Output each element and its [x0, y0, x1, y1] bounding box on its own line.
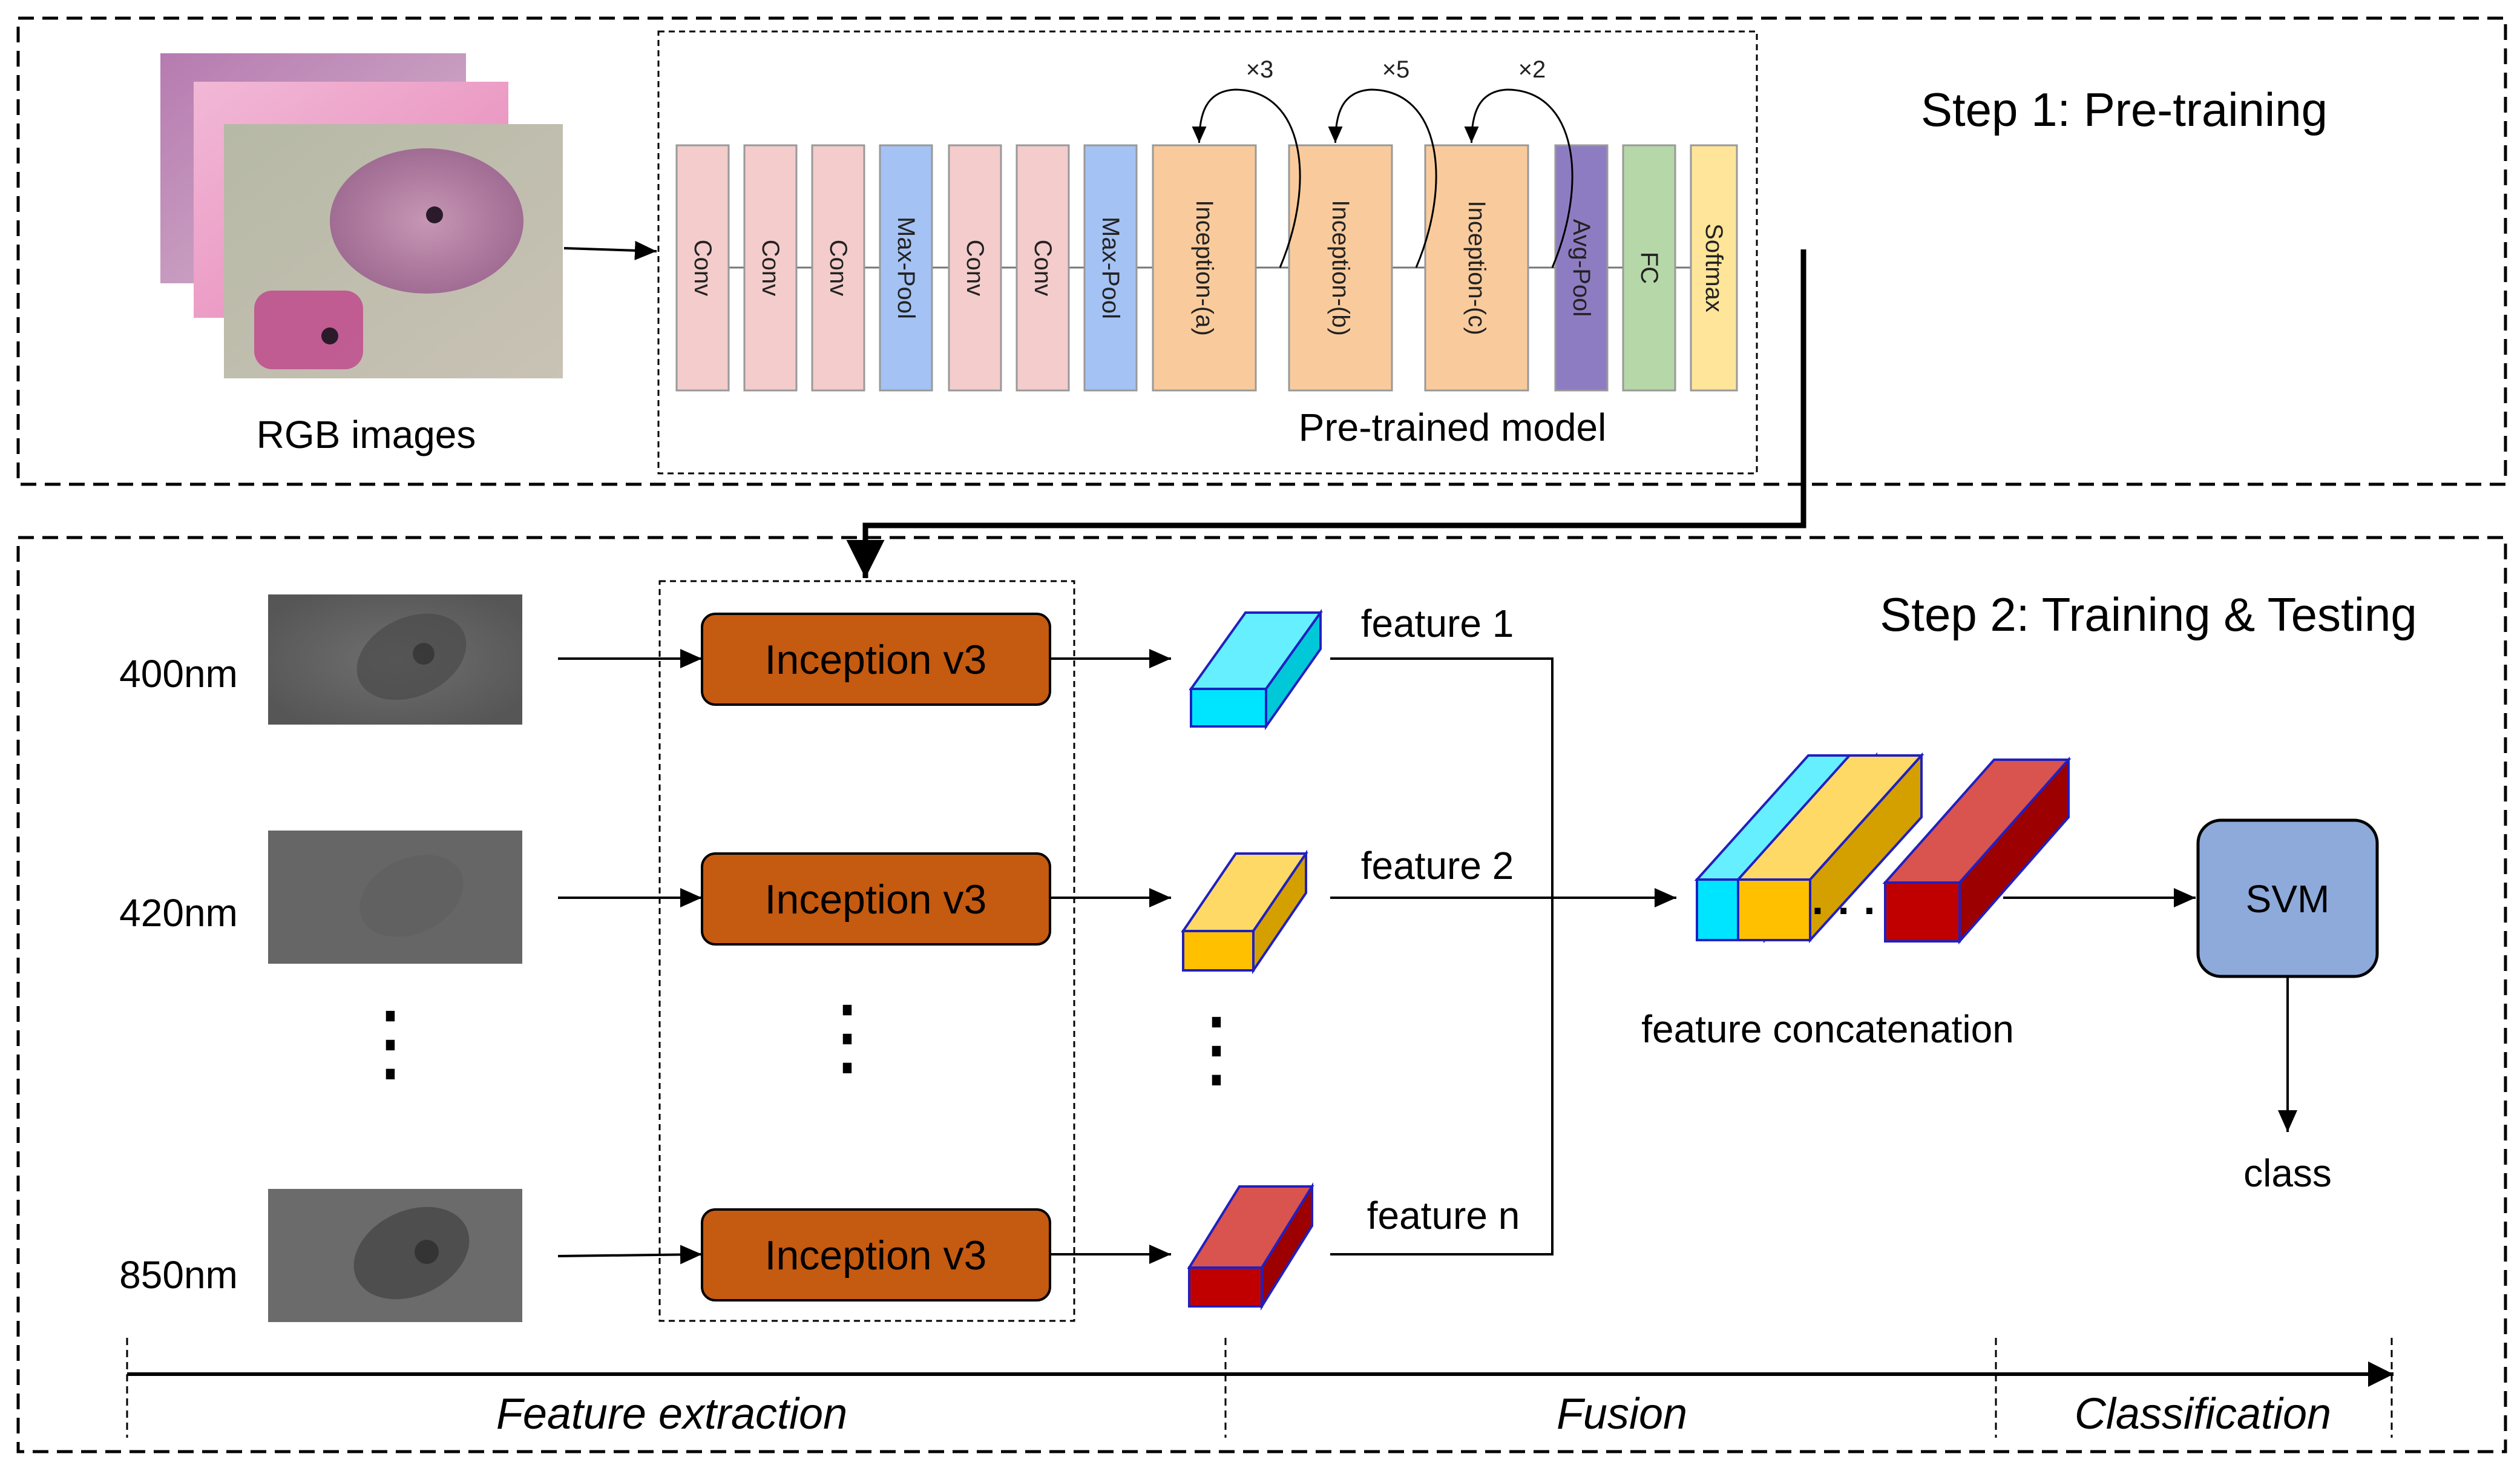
band-image-3 — [268, 1189, 522, 1322]
repeat-label-1: ×3 — [1246, 56, 1274, 83]
stage-label-feature-extraction: Feature extraction — [496, 1390, 847, 1438]
inception-v3-block-2: Inception v3 — [701, 852, 1051, 946]
ellipsis-images: ⋮ — [348, 995, 433, 1090]
step1-panel — [16, 16, 2507, 486]
pretrained-model-box — [657, 30, 1758, 475]
connector-step1-to-step2 — [846, 249, 1806, 578]
layer-stack: Conv Conv Conv Max-Pool Conv Conv Max-Pool Ince… — [675, 56, 1738, 392]
fusion-bracket — [1330, 657, 1554, 1255]
layer-block-7 — [1083, 144, 1138, 392]
concat-block — [1694, 752, 2072, 945]
layer-label-7: Max-Pool — [1097, 217, 1124, 319]
inception-v3-block-1: Inception v3 — [701, 613, 1051, 706]
layer-label-9: Inception-(b) — [1327, 200, 1354, 336]
layer-label-6: Conv — [1029, 240, 1056, 296]
band-image-2 — [268, 831, 522, 964]
model-label: Pre-trained model — [1299, 406, 1607, 449]
cell-core — [426, 206, 443, 223]
repeat-loop-1 — [1192, 88, 1301, 268]
layer-block-10 — [1424, 144, 1529, 392]
layer-block-11 — [1554, 144, 1609, 392]
layer-label-5: Conv — [962, 240, 988, 296]
layer-label-13: Softmax — [1701, 223, 1727, 312]
layer-block-13 — [1690, 144, 1738, 392]
feature-label-1: feature 1 — [1361, 602, 1514, 645]
arrow-image3-to-extractor — [557, 1245, 703, 1265]
layer-block-8 — [1152, 144, 1257, 392]
ellipsis-extractors: ⋮ — [805, 989, 890, 1084]
inception-v3-label-2: Inception v3 — [765, 877, 987, 923]
layer-label-4: Max-Pool — [893, 217, 919, 319]
rgb-image-stack — [160, 53, 563, 378]
stage-label-classification: Classification — [2075, 1390, 2331, 1438]
repeat-label-3: ×2 — [1518, 56, 1546, 83]
layer-block-9 — [1288, 144, 1393, 392]
inception-v3-block-3: Inception v3 — [701, 1208, 1051, 1302]
repeat-loop-3 — [1464, 88, 1573, 268]
layer-block-3 — [811, 144, 865, 392]
repeat-label-2: ×5 — [1382, 56, 1410, 83]
layer-label-12: FC — [1636, 252, 1662, 284]
feature-cube-1 — [1189, 608, 1323, 731]
concat-label: feature concatenation — [1641, 1007, 2014, 1051]
inception-v3-label-1: Inception v3 — [765, 637, 987, 683]
class-label: class — [2243, 1151, 2332, 1195]
cell-nucleus-large — [330, 148, 523, 294]
wavelength-label-3: 850nm — [119, 1253, 238, 1297]
layer-label-3: Conv — [825, 240, 851, 296]
ellipsis-concat: · · · — [1812, 887, 1878, 934]
inception-v3-label-3: Inception v3 — [765, 1232, 987, 1278]
layer-label-1: Conv — [689, 240, 716, 296]
band-image-1 — [268, 594, 522, 725]
layer-label-8: Inception-(a) — [1191, 200, 1218, 336]
cell-small-core — [321, 327, 338, 344]
rgb-label: RGB images — [257, 413, 476, 456]
arrow-rgb-to-model — [563, 240, 657, 260]
cell-small — [254, 291, 363, 369]
repeat-loop-2 — [1328, 88, 1437, 268]
layer-label-2: Conv — [757, 240, 784, 296]
feature-label-n: feature n — [1367, 1194, 1520, 1237]
step2-panel — [16, 536, 2507, 1453]
layer-label-11: Avg-Pool — [1568, 219, 1595, 317]
layer-block-2 — [743, 144, 798, 392]
layer-block-12 — [1622, 144, 1676, 392]
layer-label-10: Inception-(c) — [1463, 200, 1490, 335]
layer-block-5 — [948, 144, 1002, 392]
layer-block-6 — [1016, 144, 1070, 392]
layer-block-1 — [675, 144, 730, 392]
feature-cube-2 — [1181, 849, 1308, 975]
feature-cube-n — [1187, 1182, 1314, 1311]
stage-label-fusion: Fusion — [1557, 1390, 1687, 1438]
svm-block: SVM — [2196, 818, 2379, 978]
wavelength-label-2: 420nm — [119, 891, 238, 935]
step1-title: Step 1: Pre-training — [1921, 83, 2328, 136]
step2-title: Step 2: Training & Testing — [1880, 588, 2417, 641]
extractor-group-box — [658, 580, 1075, 1322]
layer-block-4 — [879, 144, 933, 392]
wavelength-label-1: 400nm — [119, 652, 238, 696]
svm-label: SVM — [2246, 877, 2330, 921]
ellipsis-features: ⋮ — [1174, 1001, 1259, 1096]
feature-label-2: feature 2 — [1361, 844, 1514, 887]
